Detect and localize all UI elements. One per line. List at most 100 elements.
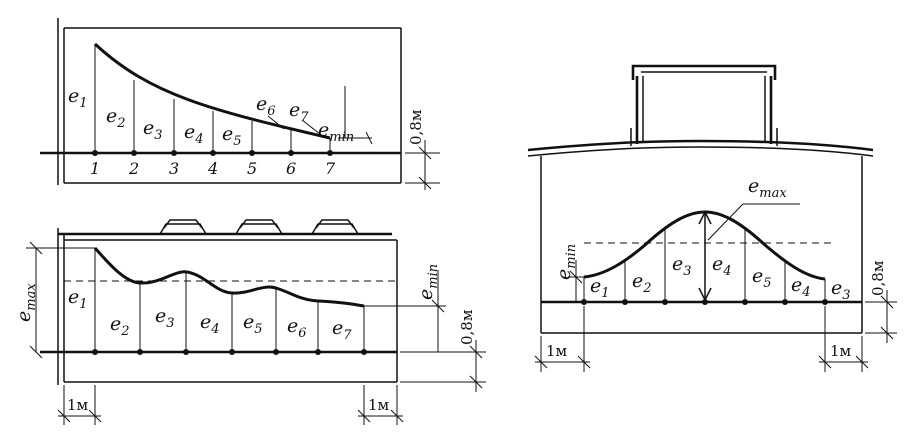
meter-label: 1м bbox=[546, 342, 568, 360]
label-e: e2 bbox=[632, 270, 652, 296]
control-point bbox=[249, 150, 255, 156]
label-e: e5 bbox=[243, 311, 263, 337]
meter-tick bbox=[534, 355, 548, 369]
roof-lantern bbox=[315, 219, 355, 229]
roof-lantern bbox=[159, 223, 207, 235]
control-point bbox=[782, 299, 788, 305]
roof-lantern bbox=[239, 219, 279, 229]
emin-tick bbox=[365, 131, 373, 145]
label-e: e6 bbox=[256, 93, 276, 119]
label-e: e4 bbox=[791, 274, 811, 300]
control-point bbox=[702, 299, 708, 305]
height-dimension-tick bbox=[418, 176, 432, 190]
meter-tick bbox=[818, 355, 832, 369]
meter-label: 1м bbox=[368, 396, 390, 414]
label-e: e4 bbox=[712, 253, 732, 279]
meter-tick bbox=[357, 409, 371, 423]
control-point bbox=[581, 299, 587, 305]
meter-tick bbox=[57, 409, 71, 423]
meter-label: 1м bbox=[830, 342, 852, 360]
control-point bbox=[662, 299, 668, 305]
meter-tick bbox=[577, 355, 591, 369]
illumination-curve bbox=[93, 247, 365, 308]
label-e-min: emin bbox=[553, 244, 579, 280]
control-point bbox=[92, 349, 98, 355]
label-e: e4 bbox=[184, 121, 204, 147]
point-number: 1 bbox=[90, 159, 100, 178]
control-point bbox=[131, 150, 137, 156]
point-number: 5 bbox=[247, 159, 257, 178]
height-dimension-tick bbox=[880, 295, 894, 309]
emin-tick bbox=[569, 270, 583, 284]
point-number: 7 bbox=[325, 159, 336, 178]
control-point bbox=[361, 349, 367, 355]
roof-lantern bbox=[311, 223, 359, 235]
label-e: e1 bbox=[68, 85, 88, 111]
label-e: e1 bbox=[590, 275, 610, 301]
label-e: e2 bbox=[106, 105, 126, 131]
lantern-cap bbox=[631, 64, 777, 80]
illumination-curve bbox=[93, 42, 331, 140]
height-dimension-tick bbox=[469, 375, 483, 389]
label-e-max: emax bbox=[13, 283, 39, 322]
label-e-min: emin bbox=[318, 119, 354, 145]
point-number: 3 bbox=[169, 159, 179, 178]
label-e: e3 bbox=[672, 253, 692, 279]
label-e: e3 bbox=[155, 305, 175, 331]
label-e: e7 bbox=[332, 317, 352, 343]
control-point bbox=[137, 349, 143, 355]
label-e: e5 bbox=[222, 123, 242, 149]
label-e: e1 bbox=[68, 286, 88, 312]
emax-arrowhead-up bbox=[698, 210, 712, 225]
height-label: 0,8м bbox=[458, 309, 476, 345]
panel-bottom-left: e1 e2 e3 e4 e5 e6 e7 emax emin 0,8м 1м bbox=[13, 219, 486, 425]
control-point bbox=[742, 299, 748, 305]
roof-line bbox=[527, 139, 874, 152]
meter-tick bbox=[855, 355, 869, 369]
control-point bbox=[210, 150, 216, 156]
label-e: e7 bbox=[289, 99, 309, 125]
height-dimension-tick bbox=[469, 345, 483, 359]
roof-line-inner bbox=[527, 146, 874, 157]
control-point bbox=[171, 150, 177, 156]
point-number: 4 bbox=[207, 159, 218, 178]
point-number: 2 bbox=[128, 159, 139, 178]
meter-label: 1м bbox=[67, 396, 89, 414]
control-point bbox=[92, 150, 98, 156]
control-point bbox=[622, 299, 628, 305]
height-label: 0,8м bbox=[407, 109, 425, 145]
leader-line bbox=[267, 115, 285, 130]
emax-leader bbox=[707, 203, 744, 241]
emax-tick bbox=[29, 345, 43, 359]
label-e: e6 bbox=[287, 315, 307, 341]
label-e: e2 bbox=[110, 313, 130, 339]
control-point bbox=[327, 150, 333, 156]
roof-lantern bbox=[163, 219, 203, 229]
label-e-min: emin bbox=[415, 264, 441, 300]
roof-lantern bbox=[235, 223, 283, 235]
height-dimension-tick bbox=[880, 326, 894, 340]
label-e-max: emax bbox=[748, 175, 787, 201]
meter-tick bbox=[390, 409, 404, 423]
height-label: 0,8м bbox=[869, 260, 887, 296]
label-e: e5 bbox=[752, 265, 772, 291]
control-point bbox=[288, 150, 294, 156]
emax-tick bbox=[29, 241, 43, 255]
meter-tick bbox=[88, 409, 102, 423]
control-point bbox=[273, 349, 279, 355]
label-e: e3 bbox=[143, 117, 163, 143]
control-point bbox=[183, 349, 189, 355]
emin-tick bbox=[431, 299, 445, 313]
control-point bbox=[315, 349, 321, 355]
label-e: e3 bbox=[831, 277, 851, 303]
leader-line bbox=[301, 119, 321, 135]
point-number: 6 bbox=[286, 159, 296, 178]
control-point bbox=[822, 299, 828, 305]
panel-top-left: e1 e2 e3 e4 e5 e6 e7 emin 1 2 3 4 5 6 7 … bbox=[40, 18, 440, 190]
panel-right: e1 e2 e3 e4 e5 e4 e3 emax emin 0,8м 1м bbox=[527, 64, 897, 372]
height-dimension-tick bbox=[418, 146, 432, 160]
label-e: e4 bbox=[200, 311, 220, 337]
control-point bbox=[229, 349, 235, 355]
